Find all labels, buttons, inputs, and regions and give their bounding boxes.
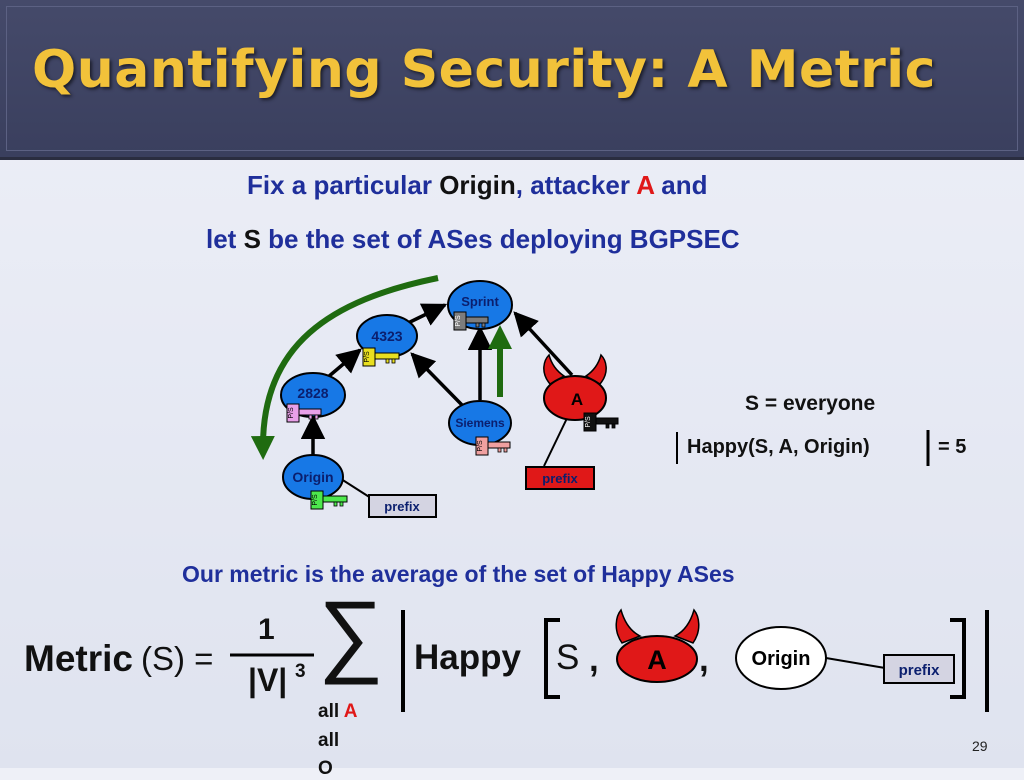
happy-word: Happy — [414, 638, 521, 677]
green-route-arrow — [250, 275, 439, 460]
formula-attacker-label: A — [647, 645, 667, 675]
s-everyone-text: S = everyone — [745, 392, 876, 415]
edge-siemens-4323 — [410, 352, 464, 407]
metric-arg: (S) = — [141, 640, 214, 677]
formula-horn-right-icon — [673, 608, 700, 644]
prefix-attacker-label: prefix — [542, 471, 578, 486]
edge-2828-4323 — [326, 348, 362, 379]
svg-text:P/S: P/S — [585, 416, 592, 428]
formula-s: S — [556, 638, 580, 677]
edge-4323-sprint — [407, 303, 448, 326]
metric-word: Metric — [24, 638, 133, 679]
node-4323-label: 4323 — [371, 328, 402, 344]
intro-origin: Origin — [439, 170, 516, 200]
key-4323-icon: P/S — [362, 347, 400, 367]
sum-under-all: all — [318, 701, 340, 722]
happy-expression: Happy(S, A, Origin) — [687, 436, 870, 458]
attacker-horn-right-icon — [584, 353, 607, 385]
edge-a-sprint — [513, 311, 574, 377]
intro-text-e: be the set of ASes deploying BGPSEC — [260, 224, 740, 254]
title-bar-frame — [6, 6, 1018, 151]
slide-title: Quantifying Security: A Metric — [32, 40, 936, 100]
node-origin-label: Origin — [292, 469, 333, 485]
intro-line-2: let S be the set of ASes deploying BGPSE… — [206, 224, 740, 255]
intro-text-c: and — [654, 170, 708, 200]
svg-text:P/S: P/S — [364, 351, 371, 363]
sum-under-line-2: all — [318, 730, 340, 751]
intro-s: S — [243, 224, 261, 254]
prefix-box-attacker — [525, 466, 595, 490]
formula-comma-2: , — [699, 640, 709, 679]
metric-note: Our metric is the average of the set of … — [182, 561, 735, 587]
prefix-box-origin — [368, 494, 437, 518]
node-attacker-label: A — [571, 390, 583, 409]
sum-symbol: ∑ — [318, 583, 384, 685]
key-origin-icon: P/S — [310, 490, 348, 510]
svg-text:P/S: P/S — [312, 494, 319, 506]
intro-text-b: , attacker — [515, 170, 637, 200]
fraction-denominator: |V| — [248, 662, 288, 698]
edge-a-prefix — [543, 411, 571, 467]
fraction-numerator: 1 — [258, 613, 275, 646]
svg-text:P/S: P/S — [477, 440, 484, 452]
title-bar: Quantifying Security: A Metric — [0, 0, 1024, 160]
denominator-exponent: 3 — [295, 661, 306, 682]
formula-horn-left-icon — [615, 608, 642, 644]
intro-text-a: Fix a particular — [247, 170, 440, 200]
key-attacker-icon: P/S — [583, 412, 619, 432]
bracket-left — [544, 618, 560, 699]
node-attacker — [543, 375, 607, 421]
formula-origin-prefix-link — [825, 657, 886, 669]
intro-line-1: Fix a particular Origin, attacker A and — [247, 170, 707, 201]
sum-under-a: A — [343, 701, 358, 722]
node-siemens-label: Siemens — [455, 416, 505, 430]
prefix-origin-label: prefix — [384, 499, 420, 514]
sum-under-line-3: O — [318, 758, 333, 779]
formula-prefix-box — [883, 654, 955, 684]
happy-value: = 5 — [938, 436, 967, 458]
formula-comma-1: , — [589, 640, 599, 679]
formula-origin-label: Origin — [752, 648, 811, 670]
formula-attacker-node — [616, 635, 698, 683]
sum-under-line-1: all A — [318, 701, 357, 723]
slide-number: 29 — [972, 738, 988, 754]
bracket-right — [950, 618, 966, 699]
intro-text-d: let — [206, 224, 244, 254]
key-siemens-icon: P/S — [475, 436, 511, 456]
formula-prefix-label: prefix — [899, 662, 941, 679]
svg-text:P/S: P/S — [288, 407, 295, 419]
node-2828-label: 2828 — [297, 385, 328, 401]
key-sprint-icon: P/S — [453, 311, 489, 331]
attacker-horn-left-icon — [543, 353, 566, 385]
intro-attacker: A — [636, 170, 655, 200]
node-sprint-label: Sprint — [461, 294, 499, 309]
key-2828-icon: P/S — [286, 403, 322, 423]
svg-text:P/S: P/S — [455, 315, 462, 327]
